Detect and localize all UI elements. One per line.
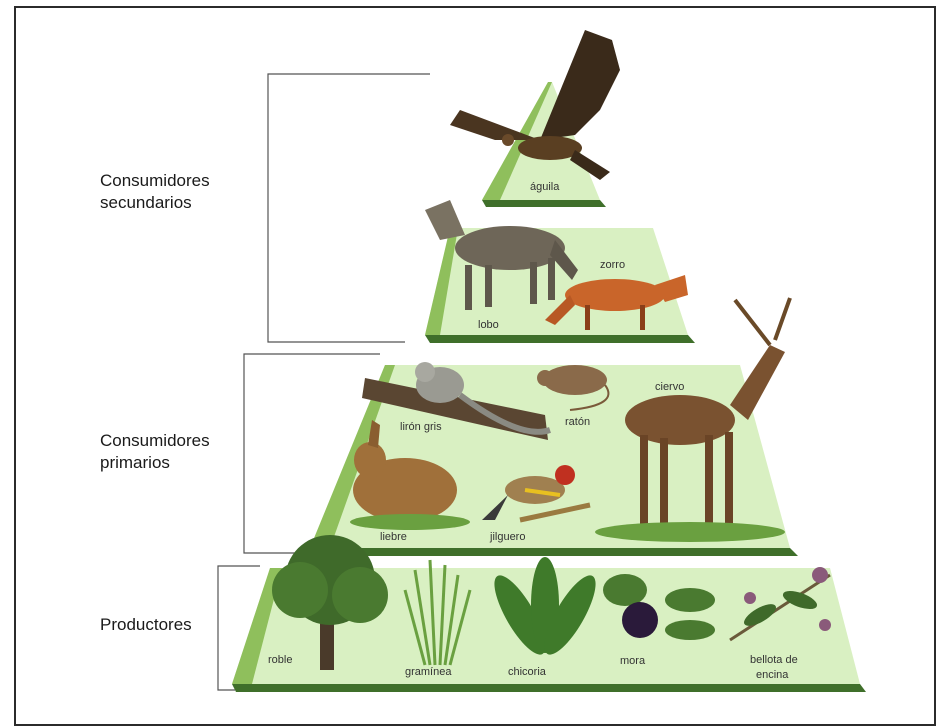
food-pyramid-figure: Consumidores secundarios Consumidores pr… (0, 0, 948, 703)
eagle-illustration (450, 30, 620, 180)
label-primary-line1: Consumidores (100, 431, 210, 450)
label-jilguero: jilguero (489, 531, 525, 543)
label-graminea: gramínea (405, 666, 452, 678)
label-secondary-line2: secundarios (100, 193, 192, 212)
label-liron: lirón gris (400, 421, 442, 433)
label-bellota-line1: bellota de (750, 654, 798, 666)
label-chicoria: chicoria (508, 666, 547, 678)
label-lobo: lobo (478, 319, 499, 331)
label-producers: Productores (100, 615, 192, 634)
label-raton: ratón (565, 416, 590, 428)
label-bellota-line2: encina (756, 669, 789, 681)
label-ciervo: ciervo (655, 381, 684, 393)
label-roble: roble (268, 654, 292, 666)
pyramid-diagram: Consumidores secundarios Consumidores pr… (0, 0, 948, 703)
label-aguila: águila (530, 181, 560, 193)
bracket-secondary (268, 74, 430, 342)
label-secondary-line1: Consumidores (100, 171, 210, 190)
label-primary-line2: primarios (100, 453, 170, 472)
label-liebre: liebre (380, 531, 407, 543)
label-zorro: zorro (600, 259, 625, 271)
label-mora: mora (620, 655, 646, 667)
